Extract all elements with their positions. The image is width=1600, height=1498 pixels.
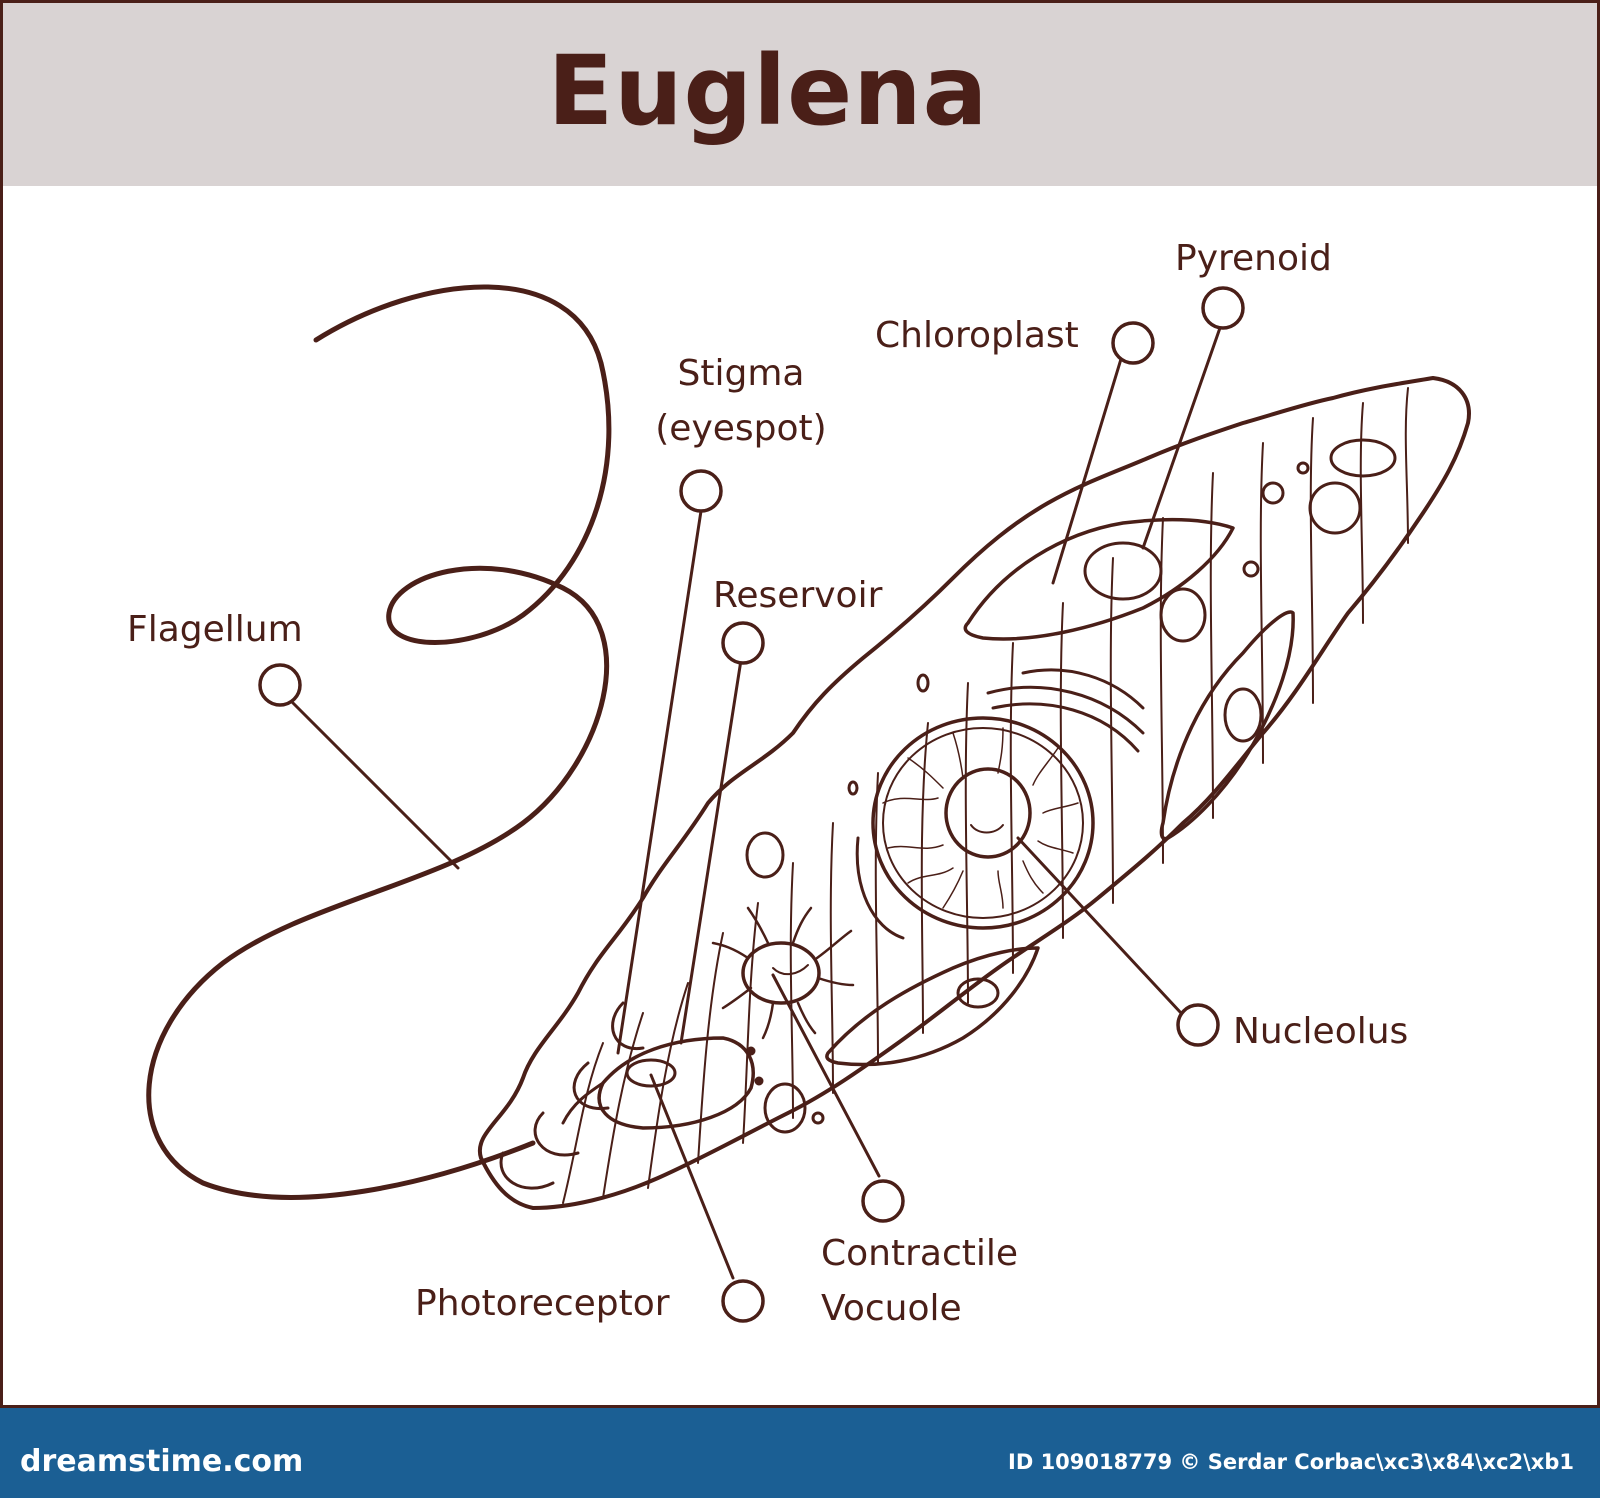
membrane-arc xyxy=(855,836,905,940)
label-markers xyxy=(258,286,1245,1323)
label-contractile-line2: Vocuole xyxy=(821,1288,962,1330)
pyrenoid-right xyxy=(1223,687,1263,743)
watermark-footer: dreamstime.com ID 109018779 © Serdar Cor… xyxy=(0,1408,1600,1498)
photoreceptor-marker xyxy=(721,1279,765,1323)
pellicle-stripes xyxy=(562,387,1409,1204)
diagram-title: Euglena xyxy=(547,35,989,147)
euglena-illustration xyxy=(146,284,1471,1323)
golgi-stacks xyxy=(986,668,1145,753)
label-reservoir: Reservoir xyxy=(713,575,883,616)
footer-site-name: dreamstime.com xyxy=(20,1444,304,1479)
contractile-vacuole-spikes xyxy=(711,906,855,1040)
nucleolus-marker xyxy=(1176,1003,1220,1047)
flagellum-marker xyxy=(258,663,302,707)
label-stigma-line1: Stigma xyxy=(677,353,805,394)
diagram-frame: Euglena xyxy=(0,0,1600,1408)
stigma-marker xyxy=(679,469,723,513)
label-stigma: Stigma (eyespot) xyxy=(641,353,841,450)
stigma-dot-2 xyxy=(754,1076,764,1086)
photoreceptor-body xyxy=(625,1058,677,1088)
leader-lines xyxy=(291,323,1223,1280)
contractile-vacuole-body xyxy=(741,941,821,1005)
posterior-lobes xyxy=(499,1001,645,1190)
reservoir-body xyxy=(597,1036,755,1130)
label-contractile-vacuole: Contractile Vocuole xyxy=(821,1233,1018,1330)
label-stigma-line2: (eyespot) xyxy=(655,408,827,450)
chloroplast-lower xyxy=(825,946,1040,1067)
flagellum-strand xyxy=(146,284,612,1200)
label-contractile-line1: Contractile xyxy=(821,1233,1019,1274)
nucleus-outer xyxy=(871,716,1095,930)
stigma-dot xyxy=(746,1046,756,1056)
title-bar: Euglena xyxy=(3,3,1597,186)
granules xyxy=(745,438,1397,1134)
label-photoreceptor: Photoreceptor xyxy=(415,1283,670,1324)
pyrenoid-body xyxy=(1083,541,1163,601)
nucleolus-detail xyxy=(970,824,1004,834)
nucleus-inner xyxy=(882,727,1084,919)
reservoir-marker xyxy=(721,621,765,665)
nucleolus-body xyxy=(944,767,1032,859)
reservoir-canal xyxy=(561,1081,605,1125)
chloroplast-marker xyxy=(1111,321,1155,365)
contractile-marker xyxy=(861,1179,905,1223)
cell-body-outline xyxy=(477,376,1471,1210)
chloroplast-top xyxy=(963,518,1235,641)
label-chloroplast: Chloroplast xyxy=(875,315,1079,356)
pyrenoid-marker xyxy=(1201,286,1245,330)
pyrenoid-lower xyxy=(956,977,1000,1009)
chloroplast-right xyxy=(1159,610,1295,841)
label-nucleolus: Nucleolus xyxy=(1233,1011,1409,1052)
footer-credit: ID 109018779 © Serdar Corbac\xc3\x84\xc2… xyxy=(1008,1450,1574,1474)
label-pyrenoid: Pyrenoid xyxy=(1175,238,1332,279)
contractile-vacuole-detail xyxy=(772,964,809,976)
chromatin-strands xyxy=(882,727,1079,909)
label-flagellum: Flagellum xyxy=(127,609,303,650)
